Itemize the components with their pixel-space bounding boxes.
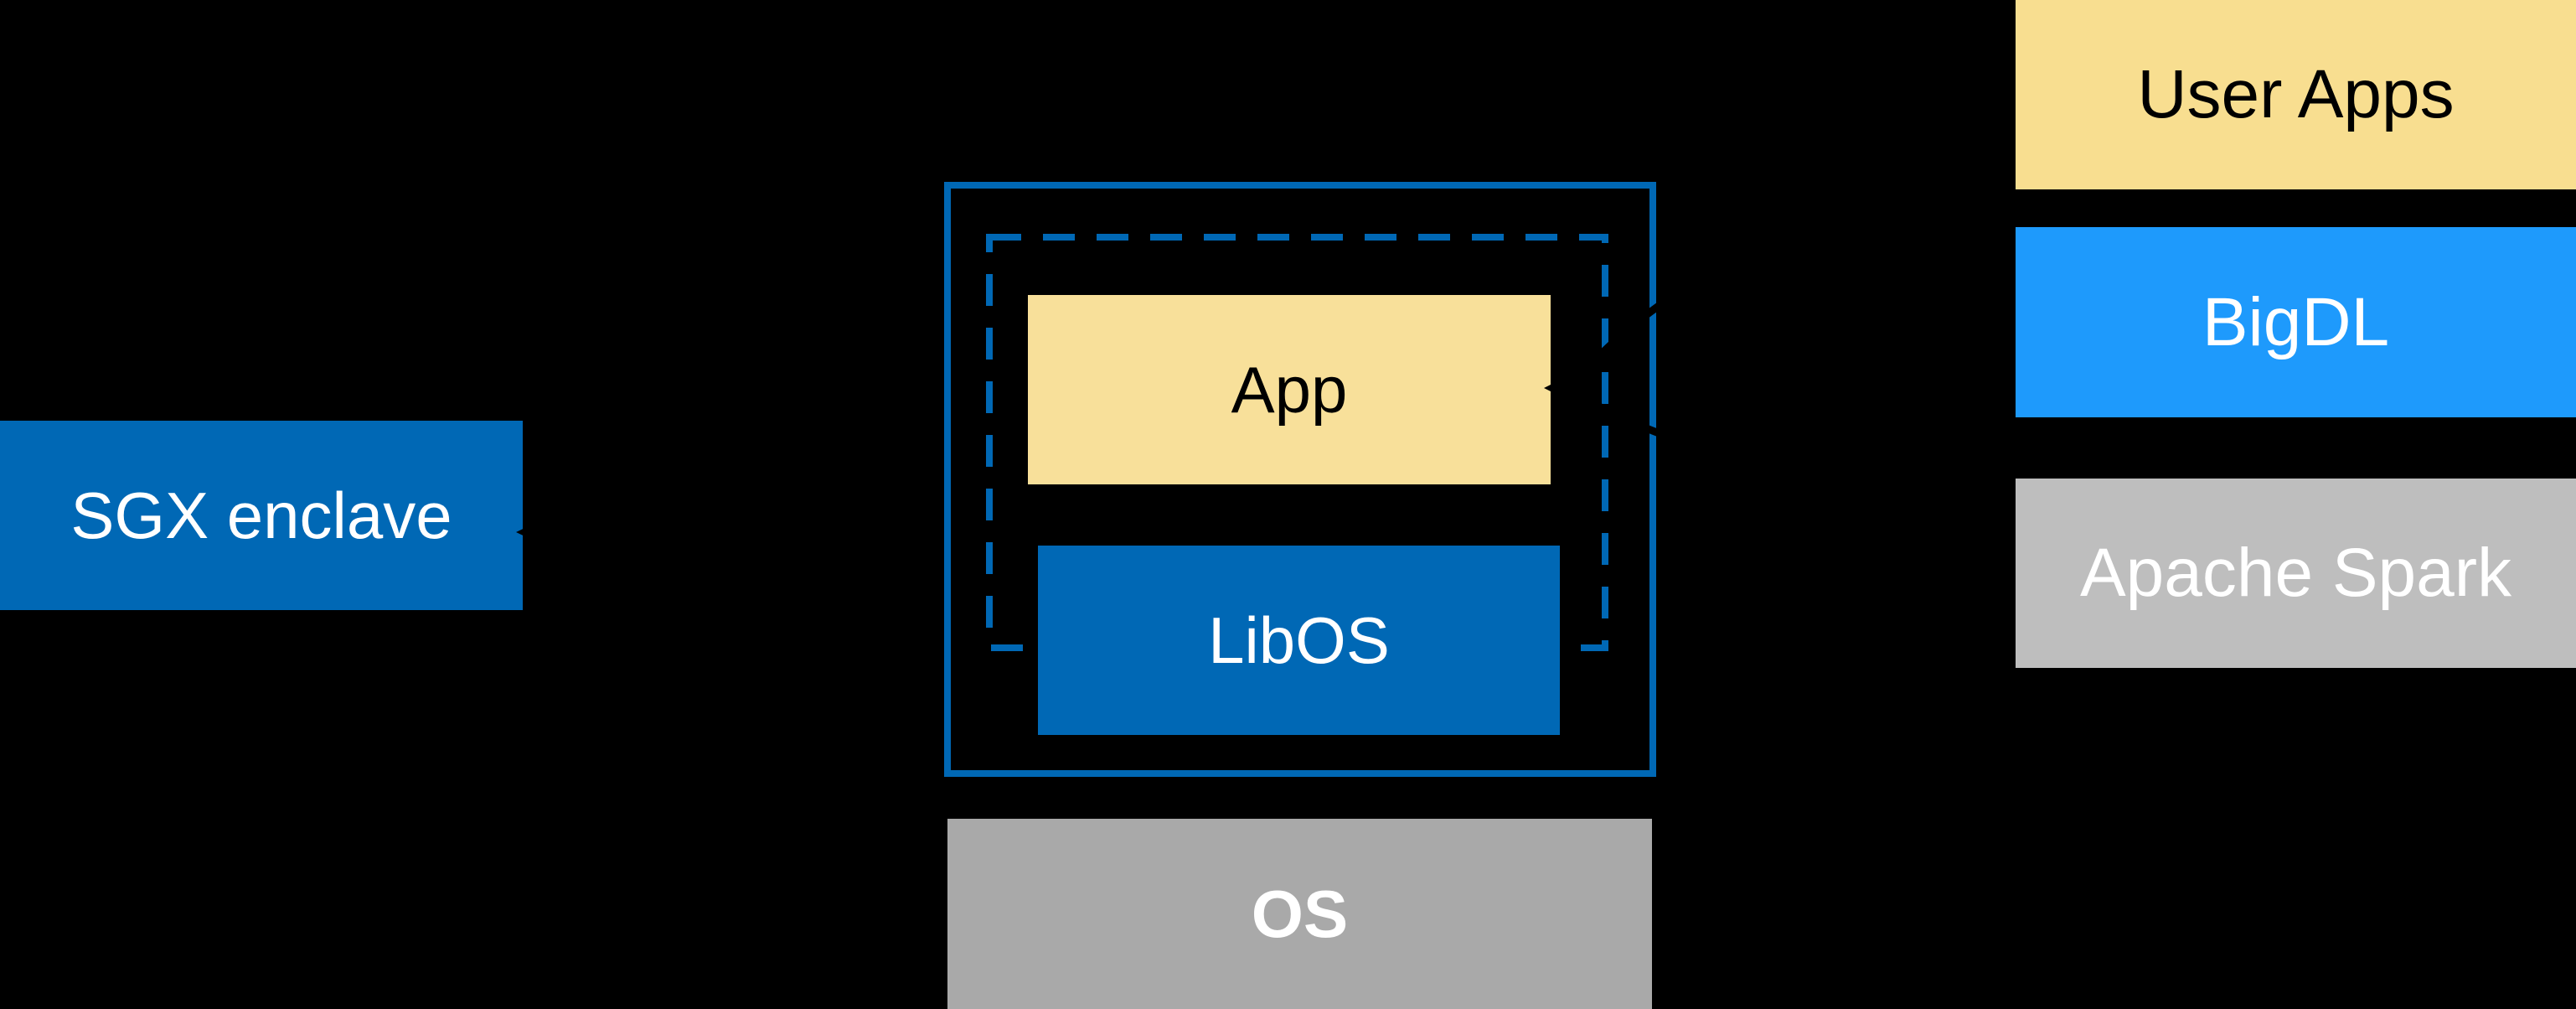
user-apps-label: User Apps [2137,56,2455,132]
libos-box: LibOS [1038,546,1560,735]
stack-to-app-curve-lower [1570,389,2016,481]
bigdl-box: BigDL [2016,227,2576,417]
os-box: OS [947,819,1652,1009]
os-label: OS [1251,876,1349,951]
libos-label: LibOS [1208,603,1390,677]
sgx-enclave-label: SGX enclave [70,479,452,552]
bigdl-label: BigDL [2202,283,2390,360]
apache-spark-box: Apache Spark [2016,479,2576,668]
apache-spark-label: Apache Spark [2079,535,2512,611]
user-apps-box: User Apps [2016,0,2576,189]
app-box: App [1028,295,1551,484]
app-label: App [1231,353,1348,427]
stack-to-app-curve-upper [1569,204,2016,387]
sgx-enclave-label-box: SGX enclave [0,421,523,610]
